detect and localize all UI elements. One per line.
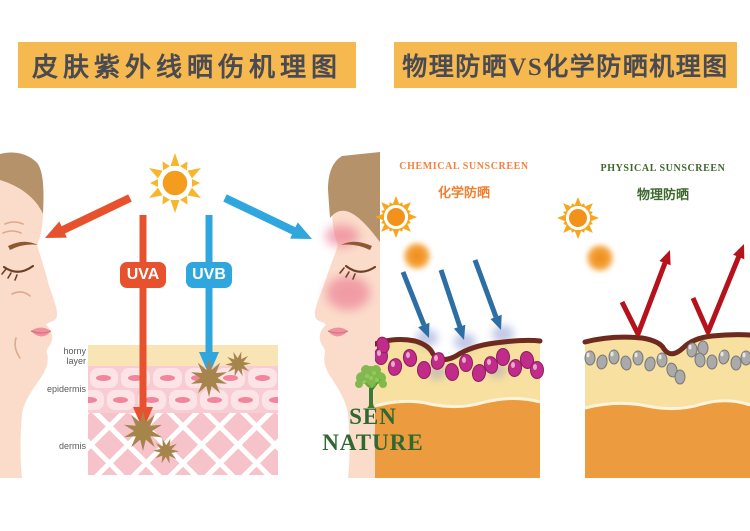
uvb-diagonal-arrow — [223, 194, 312, 239]
sun-glow — [585, 243, 615, 273]
dermis-label: dermis — [58, 441, 86, 451]
right-title: 物理防晒VS化学防晒机理图 — [402, 54, 729, 81]
epidermis-layer — [88, 366, 278, 413]
uv-reflected-arrows — [619, 244, 745, 337]
chemical-sunscreen-title: CHEMICAL SUNSCREEN — [399, 161, 529, 172]
uva-label: UVA — [126, 266, 160, 283]
left-title-bar: 皮肤紫外线晒伤机理图 — [18, 42, 356, 88]
chemical-sunscreen-diagram — [375, 259, 544, 478]
sun-icon — [375, 196, 417, 238]
skin-surface-line — [582, 332, 750, 357]
damage-starburst-icons — [124, 351, 251, 464]
epidermis-label: epidermis — [46, 384, 86, 394]
aged-woman-face — [0, 152, 58, 478]
uvb-badge: UVB — [186, 262, 232, 288]
tree-icon — [355, 365, 387, 408]
physical-sunscreen-subtitle: 物理防晒 — [636, 187, 689, 202]
right-title-bar: 物理防晒VS化学防晒机理图 — [394, 42, 737, 88]
dermis-layer — [88, 413, 278, 475]
sunburn-woman-face — [314, 152, 380, 478]
uvb-label: UVB — [192, 266, 226, 283]
sun-glow — [402, 241, 432, 271]
skin-cross-section — [88, 345, 278, 475]
sun-icon — [557, 197, 599, 239]
sun-icon — [149, 153, 201, 213]
left-title: 皮肤紫外线晒伤机理图 — [31, 52, 342, 82]
uva-badge: UVA — [120, 262, 166, 288]
horny-layer-label: horny layer — [63, 346, 86, 367]
uv-absorbed-arrows — [400, 259, 502, 340]
uva-diagonal-arrow — [45, 194, 132, 238]
horny-layer — [88, 345, 278, 366]
physical-sunscreen-diagram — [582, 244, 750, 478]
brand-logo-text: SEN NATURE — [322, 404, 424, 455]
physical-sunscreen-title: PHYSICAL SUNSCREEN — [600, 163, 726, 174]
chemical-sunscreen-subtitle: 化学防晒 — [437, 185, 490, 200]
